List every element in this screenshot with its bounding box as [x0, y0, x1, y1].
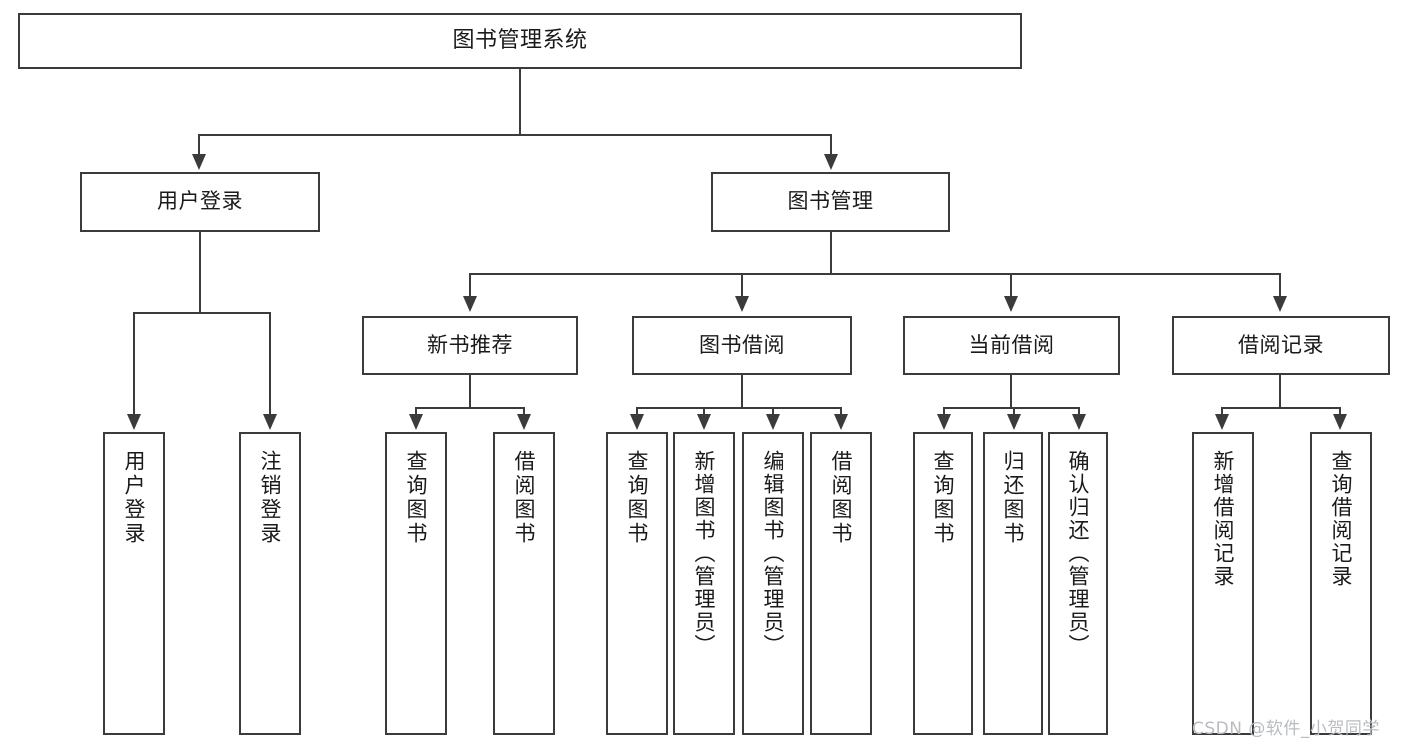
edge-user-login-drop-2 — [269, 312, 271, 416]
node-user-login[interactable]: 用户登录 — [80, 172, 320, 232]
node-book-borrow[interactable]: 图书借阅 — [632, 316, 852, 375]
leaf-cb-confirm-return[interactable]: 确认归还（管理员） — [1048, 432, 1108, 735]
edge-current-borrow-stem — [1010, 375, 1012, 408]
node-borrow-record[interactable]: 借阅记录 — [1172, 316, 1390, 375]
edge-new-book-drop-2 — [523, 407, 525, 416]
node-book-management-label: 图书管理 — [787, 189, 874, 214]
edge-borrow-record-stem — [1279, 375, 1281, 408]
arrowhead-nb-leaf-2 — [517, 414, 531, 430]
leaf-cb-return-book-label: 归还图书 — [1001, 450, 1026, 546]
arrowhead-cb-leaf-2 — [1007, 414, 1021, 430]
leaf-br-add-record-label: 新增借阅记录 — [1211, 450, 1236, 588]
arrowhead-br-leaf-1 — [1215, 414, 1229, 430]
leaf-bb-edit-book-label: 编辑图书（管理员） — [761, 450, 786, 657]
arrowhead-leaf-logout — [263, 414, 277, 430]
leaf-cb-query-book-label: 查询图书 — [931, 450, 956, 546]
arrowhead-br-leaf-2 — [1333, 414, 1347, 430]
edge-book-borrow-stem — [741, 375, 743, 408]
node-root-label: 图书管理系统 — [452, 27, 588, 53]
leaf-nb-borrow-book[interactable]: 借阅图书 — [493, 432, 555, 735]
leaf-bb-borrow-book-label: 借阅图书 — [829, 450, 854, 546]
arrowhead-current-borrow — [1004, 296, 1018, 312]
node-new-book-recommend[interactable]: 新书推荐 — [362, 316, 578, 375]
node-user-login-label: 用户登录 — [157, 189, 243, 214]
edge-book-mgmt-bus — [469, 273, 1281, 275]
arrowhead-leaf-user-login — [127, 414, 141, 430]
edge-new-book-stem — [469, 375, 471, 408]
edge-cb-drop-3 — [1078, 407, 1080, 416]
leaf-cb-return-book[interactable]: 归还图书 — [983, 432, 1043, 735]
edge-bb-drop-2 — [703, 407, 705, 416]
leaf-bb-query-book[interactable]: 查询图书 — [606, 432, 668, 735]
edge-new-book-bus — [415, 407, 525, 409]
leaf-br-query-record-label: 查询借阅记录 — [1329, 450, 1354, 588]
edge-cb-drop-2 — [1013, 407, 1015, 416]
edge-br-drop-2 — [1339, 407, 1341, 416]
leaf-user-login[interactable]: 用户登录 — [103, 432, 165, 735]
leaf-br-query-record[interactable]: 查询借阅记录 — [1310, 432, 1372, 735]
leaf-logout-label: 注销登录 — [258, 450, 283, 546]
leaf-bb-query-book-label: 查询图书 — [625, 450, 650, 546]
node-new-book-recommend-label: 新书推荐 — [427, 332, 513, 357]
arrowhead-bb-leaf-2 — [697, 414, 711, 430]
leaf-bb-borrow-book[interactable]: 借阅图书 — [810, 432, 872, 735]
node-borrow-record-label: 借阅记录 — [1238, 332, 1324, 357]
edge-bb-drop-1 — [636, 407, 638, 416]
arrowhead-cb-leaf-1 — [937, 414, 951, 430]
edge-user-login-drop-1 — [133, 312, 135, 416]
arrowhead-bb-leaf-4 — [834, 414, 848, 430]
leaf-bb-add-book[interactable]: 新增图书（管理员） — [673, 432, 735, 735]
leaf-nb-query-book-label: 查询图书 — [404, 450, 429, 546]
leaf-cb-query-book[interactable]: 查询图书 — [913, 432, 973, 735]
arrowhead-borrow-record — [1273, 296, 1287, 312]
arrowhead-cb-leaf-3 — [1072, 414, 1086, 430]
leaf-bb-edit-book[interactable]: 编辑图书（管理员） — [742, 432, 804, 735]
leaf-cb-confirm-return-label: 确认归还（管理员） — [1066, 450, 1091, 657]
arrowhead-book-borrow — [735, 296, 749, 312]
arrowhead-new-book — [463, 296, 477, 312]
leaf-logout[interactable]: 注销登录 — [239, 432, 301, 735]
edge-root-stem — [519, 69, 521, 135]
node-current-borrow-label: 当前借阅 — [968, 332, 1055, 357]
leaf-nb-query-book[interactable]: 查询图书 — [385, 432, 447, 735]
leaf-br-add-record[interactable]: 新增借阅记录 — [1192, 432, 1254, 735]
node-book-borrow-label: 图书借阅 — [699, 332, 785, 357]
edge-new-book-drop-1 — [415, 407, 417, 416]
leaf-user-login-label: 用户登录 — [122, 450, 147, 546]
edge-root-bus — [198, 134, 832, 136]
edge-book-mgmt-drop-2 — [741, 273, 743, 298]
edge-br-drop-1 — [1221, 407, 1223, 416]
arrowhead-book-mgmt — [824, 154, 838, 170]
edge-user-login-stem — [199, 232, 201, 313]
edge-bb-drop-3 — [772, 407, 774, 416]
edge-book-borrow-bus — [636, 407, 841, 409]
edge-book-mgmt-drop-3 — [1010, 273, 1012, 298]
arrowhead-user-login — [192, 154, 206, 170]
arrowhead-bb-leaf-1 — [630, 414, 644, 430]
node-book-management[interactable]: 图书管理 — [711, 172, 950, 232]
node-current-borrow[interactable]: 当前借阅 — [903, 316, 1120, 375]
edge-book-mgmt-drop-4 — [1279, 273, 1281, 298]
leaf-nb-borrow-book-label: 借阅图书 — [512, 450, 537, 546]
arrowhead-bb-leaf-3 — [766, 414, 780, 430]
edge-user-login-bus — [133, 312, 271, 314]
leaf-bb-add-book-label: 新增图书（管理员） — [692, 450, 717, 657]
edge-book-mgmt-drop-1 — [469, 273, 471, 298]
edge-root-to-user-login — [198, 134, 200, 156]
edge-book-mgmt-stem — [830, 232, 832, 274]
node-root[interactable]: 图书管理系统 — [18, 13, 1022, 69]
edge-bb-drop-4 — [840, 407, 842, 416]
edge-root-to-book-mgmt — [830, 134, 832, 156]
arrowhead-nb-leaf-1 — [409, 414, 423, 430]
edge-cb-drop-1 — [943, 407, 945, 416]
edge-borrow-record-bus — [1221, 407, 1341, 409]
edge-current-borrow-bus — [943, 407, 1080, 409]
